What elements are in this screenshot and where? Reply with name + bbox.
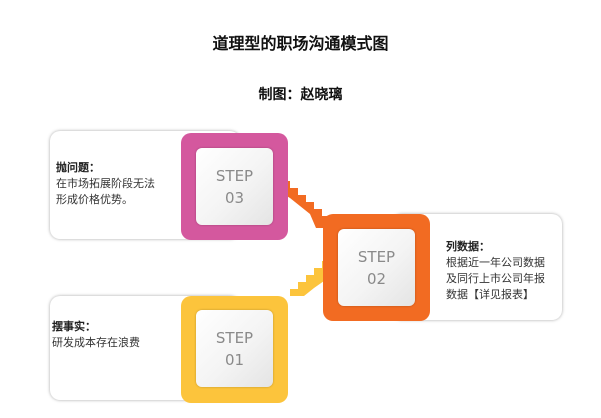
step-01-text: 摆事实： 研发成本存在浪费 [52, 319, 172, 351]
step-02-text: 列数据： 根据近一年公司数据 及同行上市公司年报 数据【详见报表】 [446, 239, 558, 303]
step-01-label: STEP [215, 328, 254, 347]
step-01-number: 01 [224, 350, 245, 369]
stair-03-to-02 [280, 181, 330, 228]
stair-02-to-01 [290, 261, 332, 296]
step-03-label: STEP [215, 166, 254, 185]
step-03-body: 在市场拓展阶段无法 形成价格优势。 [56, 177, 155, 206]
step-01-heading: 摆事实： [52, 320, 96, 333]
step-03-text: 抛问题： 在市场拓展阶段无法 形成价格优势。 [56, 160, 176, 208]
step-03-heading: 抛问题： [56, 161, 100, 174]
step-02-body: 根据近一年公司数据 及同行上市公司年报 数据【详见报表】 [446, 256, 545, 301]
step-01-tile: STEP 01 [196, 310, 273, 387]
diagram-title: 道理型的职场沟通模式图 [212, 34, 389, 53]
step-03-tile: STEP 03 [196, 148, 273, 225]
diagram-subtitle: 制图：赵晓璃 [258, 87, 343, 103]
step-02-number: 02 [366, 269, 387, 288]
step-03-number: 03 [224, 188, 245, 207]
step-02-label: STEP [357, 247, 396, 266]
step-02-tile: STEP 02 [338, 229, 415, 306]
step-01-body: 研发成本存在浪费 [52, 336, 140, 349]
step-02-heading: 列数据： [446, 240, 490, 253]
